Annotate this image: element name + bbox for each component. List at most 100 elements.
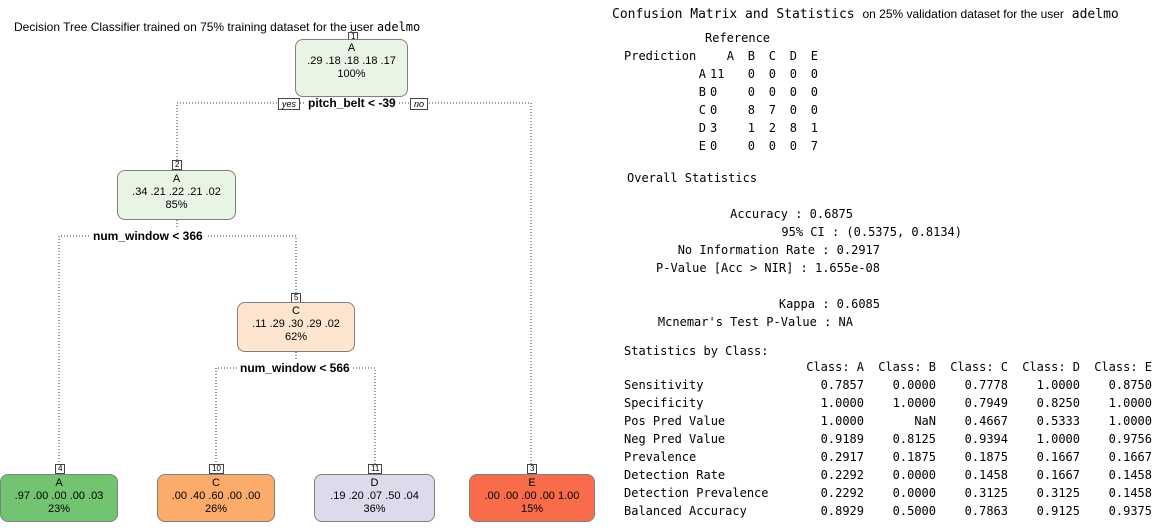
node-pct: 62% (284, 331, 308, 343)
node-label: C (292, 305, 300, 317)
split-node2: num_window < 366 (90, 229, 206, 243)
stats-by-class: Class: A Class: B Class: C Class: D Clas… (624, 358, 1152, 520)
node-pct: 100% (337, 68, 366, 80)
matrix-cell: 0 (747, 85, 755, 99)
stats-cell: 0.1458 (1108, 468, 1152, 482)
stats-cell: 0.2292 (820, 468, 864, 482)
overall-nir: No Information Rate : 0.2917 (677, 243, 880, 257)
node-probs: .11 .29 .30 .29 .02 (252, 318, 340, 330)
by-class-title: Statistics by Class: (624, 344, 769, 358)
matrix-cell: 0 (747, 67, 755, 81)
matrix-row-label: C (698, 103, 706, 117)
overall-kappa: Kappa : 0.6085 (778, 297, 880, 311)
overall-mcnemar: Mcnemar's Test P-Value : NA (657, 315, 853, 329)
tree-node-3: E .00 .00 .00 .00 1.00 15% (469, 474, 595, 522)
matrix-cell: 0 (810, 103, 818, 117)
stats-row-label: Detection Rate (624, 468, 726, 482)
yes-label: yes (278, 98, 301, 110)
stats-cell: 0.8125 (892, 432, 936, 446)
stats-col-header: Class: D (1022, 360, 1080, 374)
node-id-10: 10 (209, 464, 224, 474)
tree-node-2: A .34 .21 .22 .21 .02 85% (117, 170, 236, 220)
tree-node-5: C .11 .29 .30 .29 .02 62% (237, 302, 355, 352)
stats-row: Sensitivity 0.7857 0.0000 0.7778 1.0000 … (624, 376, 1152, 394)
node-probs: .19 .20 .07 .50 .04 (330, 490, 419, 502)
matrix-cell: 0 (789, 139, 797, 153)
reference-label: Reference (705, 31, 771, 45)
node-probs: .34 .21 .22 .21 .02 (132, 186, 221, 198)
stats-cell: 0.1875 (892, 450, 936, 464)
stats-row: Prevalence 0.2917 0.1875 0.1875 0.1667 0… (624, 448, 1152, 466)
matrix-cell: 0 (768, 67, 776, 81)
matrix-cell: 2 (768, 121, 776, 135)
matrix-row: C 0 8 7 0 0 (624, 101, 818, 119)
stats-cell: 0.8750 (1108, 378, 1152, 392)
stats-cell: 0.1667 (1108, 450, 1152, 464)
matrix-cell: 0 (789, 67, 797, 81)
stats-row-label: Prevalence (624, 450, 697, 464)
matrix-title-sub: on 25% validation dataset for the user (862, 7, 1064, 21)
matrix-cell: 0 (810, 85, 818, 99)
node-pct: 36% (363, 503, 386, 515)
node-id-11: 11 (368, 464, 383, 474)
matrix-cell: 1 (810, 121, 818, 135)
matrix-row: B 0 0 0 0 0 (624, 83, 818, 101)
stats-cell: 0.1667 (1036, 468, 1080, 482)
stats-cell: 1.0000 (820, 396, 864, 410)
tree-node-4: A .97 .00 .00 .00 .03 23% (0, 474, 118, 522)
node-probs: .97 .00 .00 .00 .03 (14, 490, 104, 502)
matrix-cell: 0 (768, 139, 776, 153)
stats-cell: 0.2917 (820, 450, 864, 464)
matrix-col-header: B (747, 49, 755, 63)
stats-cell: 0.5000 (892, 504, 936, 518)
node-probs: .29 .18 .18 .18 .17 (307, 55, 396, 67)
matrix-title-user: adelmo (1071, 7, 1119, 22)
overall-pvalue: P-Value [Acc > NIR] : 1.655e-08 (656, 261, 880, 275)
stats-row-label: Specificity (624, 396, 704, 410)
stats-corner (624, 358, 792, 376)
stats-cell: 0.7778 (964, 378, 1008, 392)
stats-cell: 0.5333 (1036, 414, 1080, 428)
stats-cell: 0.8929 (820, 504, 864, 518)
matrix-row-label: D (698, 121, 706, 135)
matrix-col-header: A (726, 49, 734, 63)
matrix-row-label: E (698, 139, 706, 153)
node-label: A (172, 173, 181, 185)
stats-cell: 0.9394 (964, 432, 1008, 446)
stats-cell: 1.0000 (1036, 432, 1080, 446)
stats-row: Neg Pred Value 0.9189 0.8125 0.9394 1.00… (624, 430, 1152, 448)
matrix-row: D 3 1 2 8 1 (624, 119, 818, 137)
split-node5: num_window < 566 (237, 361, 353, 375)
stats-col-header: Class: B (878, 360, 936, 374)
stats-cell: 0.9189 (820, 432, 864, 446)
stats-col-header: Class: A (806, 360, 864, 374)
node-pct: 23% (47, 503, 71, 515)
matrix-cell: 0 (789, 85, 797, 99)
matrix-col-header: D (789, 49, 797, 63)
stats-cell: 0.1667 (1036, 450, 1080, 464)
stats-cell: 0.7857 (820, 378, 864, 392)
stats-cell: 0.0000 (892, 486, 936, 500)
stats-cell: 0.7949 (964, 396, 1008, 410)
matrix-cell: 0 (768, 85, 776, 99)
matrix-col-header: E (810, 49, 818, 63)
stats-row: Balanced Accuracy 0.8929 0.5000 0.7863 0… (624, 502, 1152, 520)
matrix-header-row: Prediction A B C D E (624, 47, 818, 65)
tree-title-text: Decision Tree Classifier trained on 75% … (14, 20, 310, 34)
matrix-title-text: Confusion Matrix and Statistics (612, 7, 855, 22)
stats-cell: 0.9756 (1108, 432, 1152, 446)
matrix-cell: 3 (710, 121, 718, 135)
stats-row: Detection Rate 0.2292 0.0000 0.1458 0.16… (624, 466, 1152, 484)
stats-cell: 1.0000 (1108, 414, 1152, 428)
stats-row: Pos Pred Value 1.0000 NaN 0.4667 0.5333 … (624, 412, 1152, 430)
no-label: no (410, 98, 429, 110)
stats-row-label: Neg Pred Value (624, 432, 726, 446)
stats-cell: 0.3125 (964, 486, 1008, 500)
stats-cell: 0.0000 (892, 378, 936, 392)
stats-row: Specificity 1.0000 1.0000 0.7949 0.8250 … (624, 394, 1152, 412)
stats-row-label: Balanced Accuracy (624, 504, 747, 518)
stats-cell: 0.0000 (892, 468, 936, 482)
stats-col-header: Class: C (950, 360, 1008, 374)
node-label: A (347, 42, 356, 54)
overall-ci: 95% CI : (0.5375, 0.8134) (781, 225, 962, 239)
